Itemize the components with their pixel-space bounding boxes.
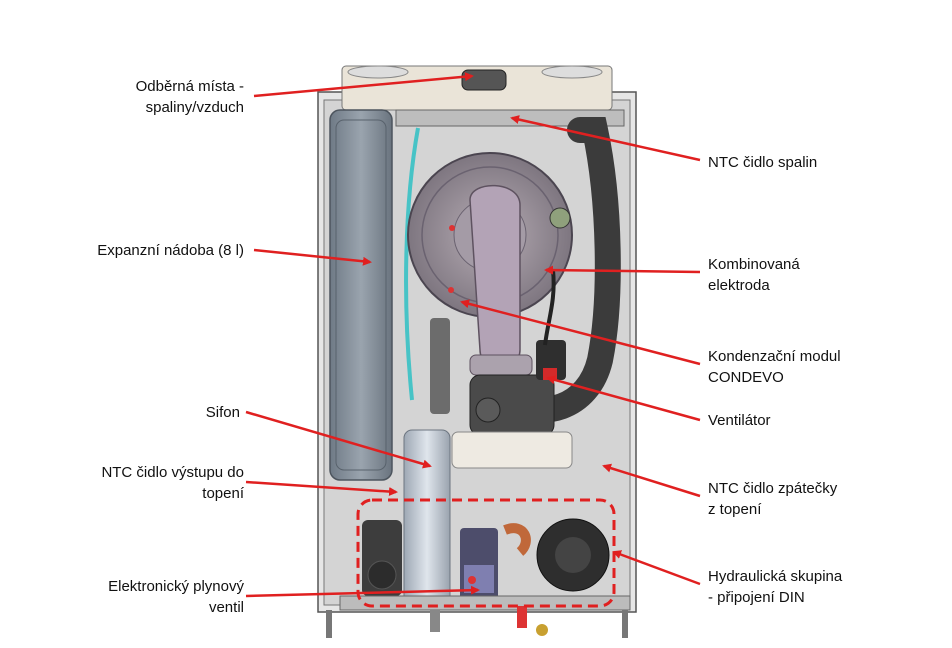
condensate-tray [451,431,573,469]
arrow-ntc-zpatecka [602,463,701,498]
arrow-sifon [245,410,432,469]
label-ntc-spalin: NTC čidlo spalin [708,154,818,171]
arrow-hydraulicka-skupina [612,550,701,586]
arrow-odberna-mista [253,72,474,98]
siphon [403,318,451,607]
label-ntc-vystup: NTC čidlo výstupu do topení [101,464,244,502]
fan-unit [469,340,566,436]
condensing-module [407,152,573,376]
expansion-vessel [329,109,393,481]
water-pipe [404,127,420,401]
label-kondenzacni-modul: Kondenzační modul CONDEVO [708,348,841,386]
arrow-plynovy-ventil [245,585,480,598]
arrow-ntc-vystup [245,480,398,497]
arrow-ventilator [546,375,701,422]
label-hydraulicka-skupina: Hydraulická skupina - připojení DIN [708,568,843,606]
arrow-expanzni-nadoba [253,248,372,266]
arrow-elektroda [544,265,701,275]
label-elektroda: Kombinovaná elektroda [708,256,800,294]
leader-arrows [245,72,701,598]
arrow-kondenzacni-modul [460,299,701,366]
electrode-cable [543,269,556,346]
hydraulic-group [326,518,631,638]
label-odberna-mista: Odběrná místa - spaliny/vzduch [135,78,244,116]
label-ventilator: Ventilátor [708,412,771,429]
label-expanzni-nadoba: Expanzní nádoba (8 l) [97,242,244,259]
label-sifon: Sifon [205,404,240,421]
label-plynovy-ventil: Elektronický plynový ventil [108,578,244,616]
arrow-ntc-spalin [510,115,701,162]
label-ntc-zpatecka: NTC čidlo zpátečky z topení [708,480,838,518]
